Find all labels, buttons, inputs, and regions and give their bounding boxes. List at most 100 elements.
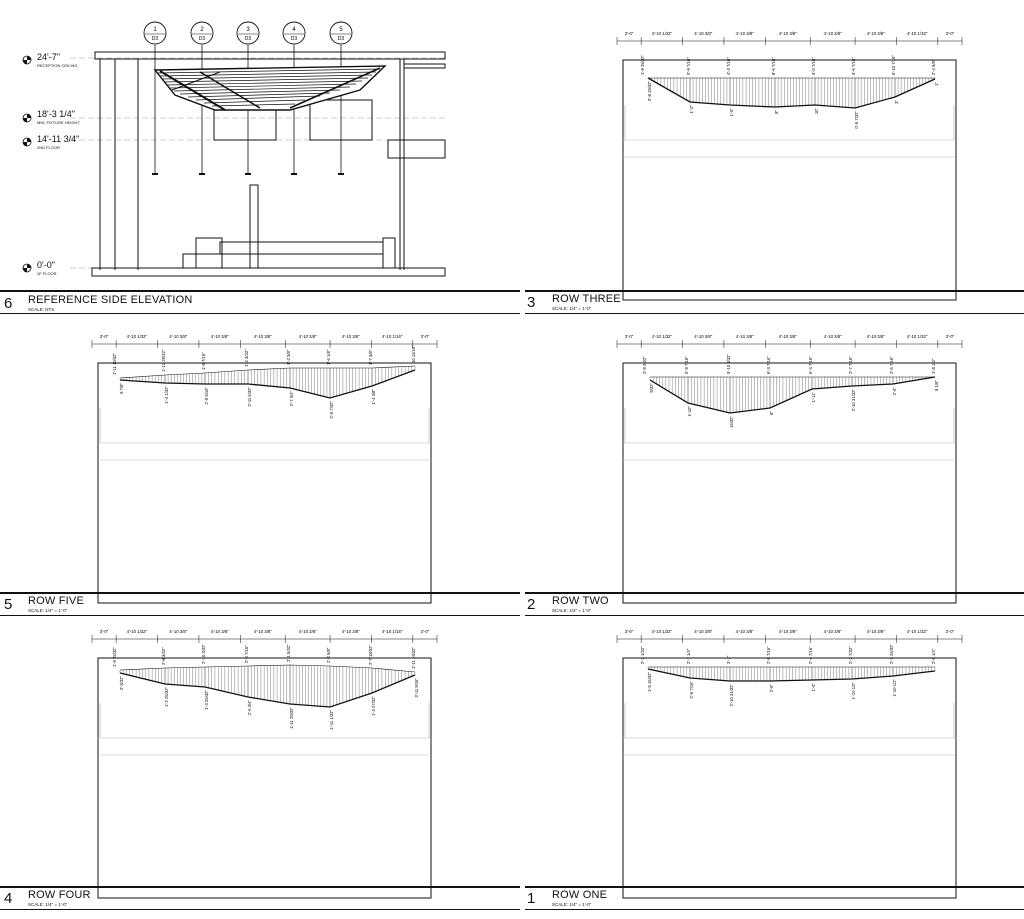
- dimension-string: 3'-0"4'-10 1/32"4'-10 3/8"4'-10 3/8"4'-1…: [616, 334, 963, 348]
- elevation-label-bottom: 2'-7 3/4": [289, 390, 294, 406]
- panel-title: ROW FIVE: [28, 595, 84, 607]
- elevation-label-bottom: 1'-4 1/32": [164, 385, 169, 403]
- dimension-string: 3'-0" 4'-10 1/32" 4'-10 3/8" 4'-10 3/8" 4'-1…: [616, 31, 963, 45]
- dimension-label: 4'-10 1/32": [127, 334, 148, 339]
- panel-number: 3: [527, 294, 536, 311]
- dimension-label: 4'-10 3/8": [254, 334, 273, 339]
- dimension-label: 4'-10 3/8": [169, 629, 188, 634]
- row-panel-five: 3'-0" 4'-10 1/32" 4'-10 3/8" 4'-10 3/8" 4'-1…: [91, 334, 438, 604]
- row-panel-two: 3'-0"4'-10 1/32"4'-10 3/8"4'-10 3/8"4'-1…: [616, 334, 963, 604]
- row-frame: [622, 59, 957, 301]
- dimension-label: 4'-10 1/32": [652, 334, 673, 339]
- elevation-label-bottom: 2'-0 7/32": [329, 400, 334, 418]
- fixture-profile: [649, 376, 936, 414]
- elevation-label-bottom: 1'-3 27/32": [371, 695, 376, 715]
- elevation-label-bottom: 10": [814, 107, 819, 114]
- dimension-label: 4'-10 3/8": [824, 31, 843, 36]
- elevation-label-bottom: 2'-9 5/16": [204, 386, 209, 404]
- title-block-row-three: 3 ROW THREE SCALE: 1/4" = 1'-0": [525, 288, 1024, 316]
- row-panel-one: 3'-0" 4'-10 1/32" 4'-10 3/8" 4'-10 3/8" 4'-1…: [616, 629, 963, 899]
- dimension-label: 4'-10 3/8": [211, 334, 230, 339]
- level-marker-icon: [22, 137, 32, 147]
- grid-bubble-2: 2D3: [190, 21, 214, 45]
- elevation-label-bottom: 1'-4 26/32": [204, 689, 209, 709]
- elevation-label-top: 2'-6 1/2": [931, 648, 936, 664]
- elevation-label-bottom: 1'-10": [687, 405, 692, 416]
- elevation-label-top: 1'-6 1/8": [326, 349, 331, 365]
- panel-scale: SCALE: NTS: [28, 307, 55, 312]
- fixture-profile: [647, 77, 936, 109]
- dimension-label: 3'-0": [100, 334, 109, 339]
- title-block-row-four: 4 ROW FOUR SCALE: 1/4" = 1'-0": [0, 884, 520, 912]
- dimension-label: 4'-10 1/32": [907, 629, 928, 634]
- grid-bubble-3: 3D3: [236, 21, 260, 45]
- grid-bubble-1: 1D3: [143, 21, 167, 45]
- elevation-label-bottom: 1'-6": [729, 107, 734, 116]
- elevation-label-top: 1'-11 13/32": [112, 352, 117, 375]
- elevation-label-top: 5'-6 7/16": [851, 57, 856, 75]
- elevation-label-top: 0'-9 7/16": [684, 356, 689, 374]
- elevation-label-bottom: 1'-11 29/32": [289, 706, 294, 729]
- dimension-label: 4'-10 3/8": [694, 334, 713, 339]
- dimension-label: 4'-10 3/8": [779, 629, 798, 634]
- elevation-label-bottom: 1'-4 3/8": [371, 388, 376, 404]
- elevation-label-top: 1'-8 1/2": [931, 358, 936, 374]
- panel-number: 6: [4, 295, 13, 312]
- elevation-label-bottom: 3": [894, 99, 899, 103]
- elevation-label-top: 1'-2 3/8": [286, 349, 291, 365]
- row-frame: [622, 657, 957, 899]
- dimension-label: 4'-10 3/8": [694, 629, 713, 634]
- elevation-label-top: 0'-9 7/16": [686, 57, 691, 75]
- panel-number: 2: [527, 596, 536, 613]
- dimension-label: 3'-0": [625, 629, 634, 634]
- elevation-label-top: 6'-4 7/16": [808, 356, 813, 374]
- dimension-label: 4'-10 3/8": [694, 31, 713, 36]
- dimension-label: 4'-10 1/32": [127, 629, 148, 634]
- elevation-label-bottom: 9 7/8": [119, 382, 124, 393]
- grid-bubble-4: 4D3: [282, 21, 306, 45]
- elevation-label-top: 2'-4 7/16": [808, 646, 813, 664]
- elevation-label-bottom: 1'-10 1/2": [892, 678, 897, 696]
- elevation-label-bottom: 1'-11": [811, 391, 816, 402]
- elevation-label-bottom: 2'-10 31/32": [729, 683, 734, 706]
- dimension-label: 3'-0": [946, 31, 955, 36]
- dimension-label: 4'-10 1/32": [907, 31, 928, 36]
- grid-bubble-number: 1: [153, 27, 157, 33]
- elevation-label-bottom: 1'-10 1/2": [851, 681, 856, 699]
- dimension-label: 4'-10 3/8": [824, 629, 843, 634]
- elevation-label-top: 2'-4 7/16": [244, 645, 249, 663]
- dimension-label: 4'-10 3/8": [867, 334, 886, 339]
- dimension-label: 4'-10 3/8": [779, 31, 798, 36]
- row-frame: [97, 362, 432, 604]
- elevation-label-top: 2'-7 7/16": [848, 356, 853, 374]
- panel-scale: SCALE: 1/4" = 1'-0": [28, 608, 68, 613]
- elevation-label-top: 5'-0 7/16": [811, 57, 816, 75]
- panel-title: ROW FOUR: [28, 889, 91, 901]
- elevation-label-top: 2'-8 7/16": [766, 646, 771, 664]
- elevation-label-top: 2'-1 5/32": [286, 644, 291, 662]
- level-label-1f-floor: 0'-0"1F FLOOR: [37, 260, 57, 276]
- level-label-fixture-height: 18'-3 1/4"MIN. FIXTURE HEIGHT: [37, 109, 80, 125]
- elevation-label-top: 1'-10 25/32": [161, 349, 166, 372]
- elevation-label-top: 2'-4 5/8": [931, 59, 936, 75]
- dimension-label: 4'-10 3/8": [867, 31, 886, 36]
- elevation-label-top: 1'-2 3/32": [244, 349, 249, 367]
- dimension-label: 3'-0": [421, 334, 430, 339]
- dimension-label: 3'-0": [625, 31, 634, 36]
- dimension-label: 3'-0": [946, 629, 955, 634]
- fixture-profile: [119, 664, 416, 708]
- panel-scale: SCALE: 1/4" = 1'-0": [28, 902, 68, 907]
- grid-bubble-sheet: D3: [245, 36, 252, 42]
- elevation-label-bottom: 1'-2": [689, 104, 694, 113]
- elevation-label-top: 2'-2 7/32": [848, 646, 853, 664]
- elevation-label-bottom: 1": [934, 81, 939, 85]
- ceiling-fixture: [153, 65, 387, 111]
- dimension-label: 4'-10 1/16": [382, 629, 403, 634]
- title-block-row-two: 2 ROW TWO SCALE: 1/4" = 1'-0": [525, 590, 1024, 618]
- elevation-label-top: 6'-3 7/16": [766, 356, 771, 374]
- elevation-label-top: 5'-10 3/32": [726, 354, 731, 374]
- row-frame: [622, 362, 957, 604]
- dimension-label: 4'-10 3/8": [299, 334, 318, 339]
